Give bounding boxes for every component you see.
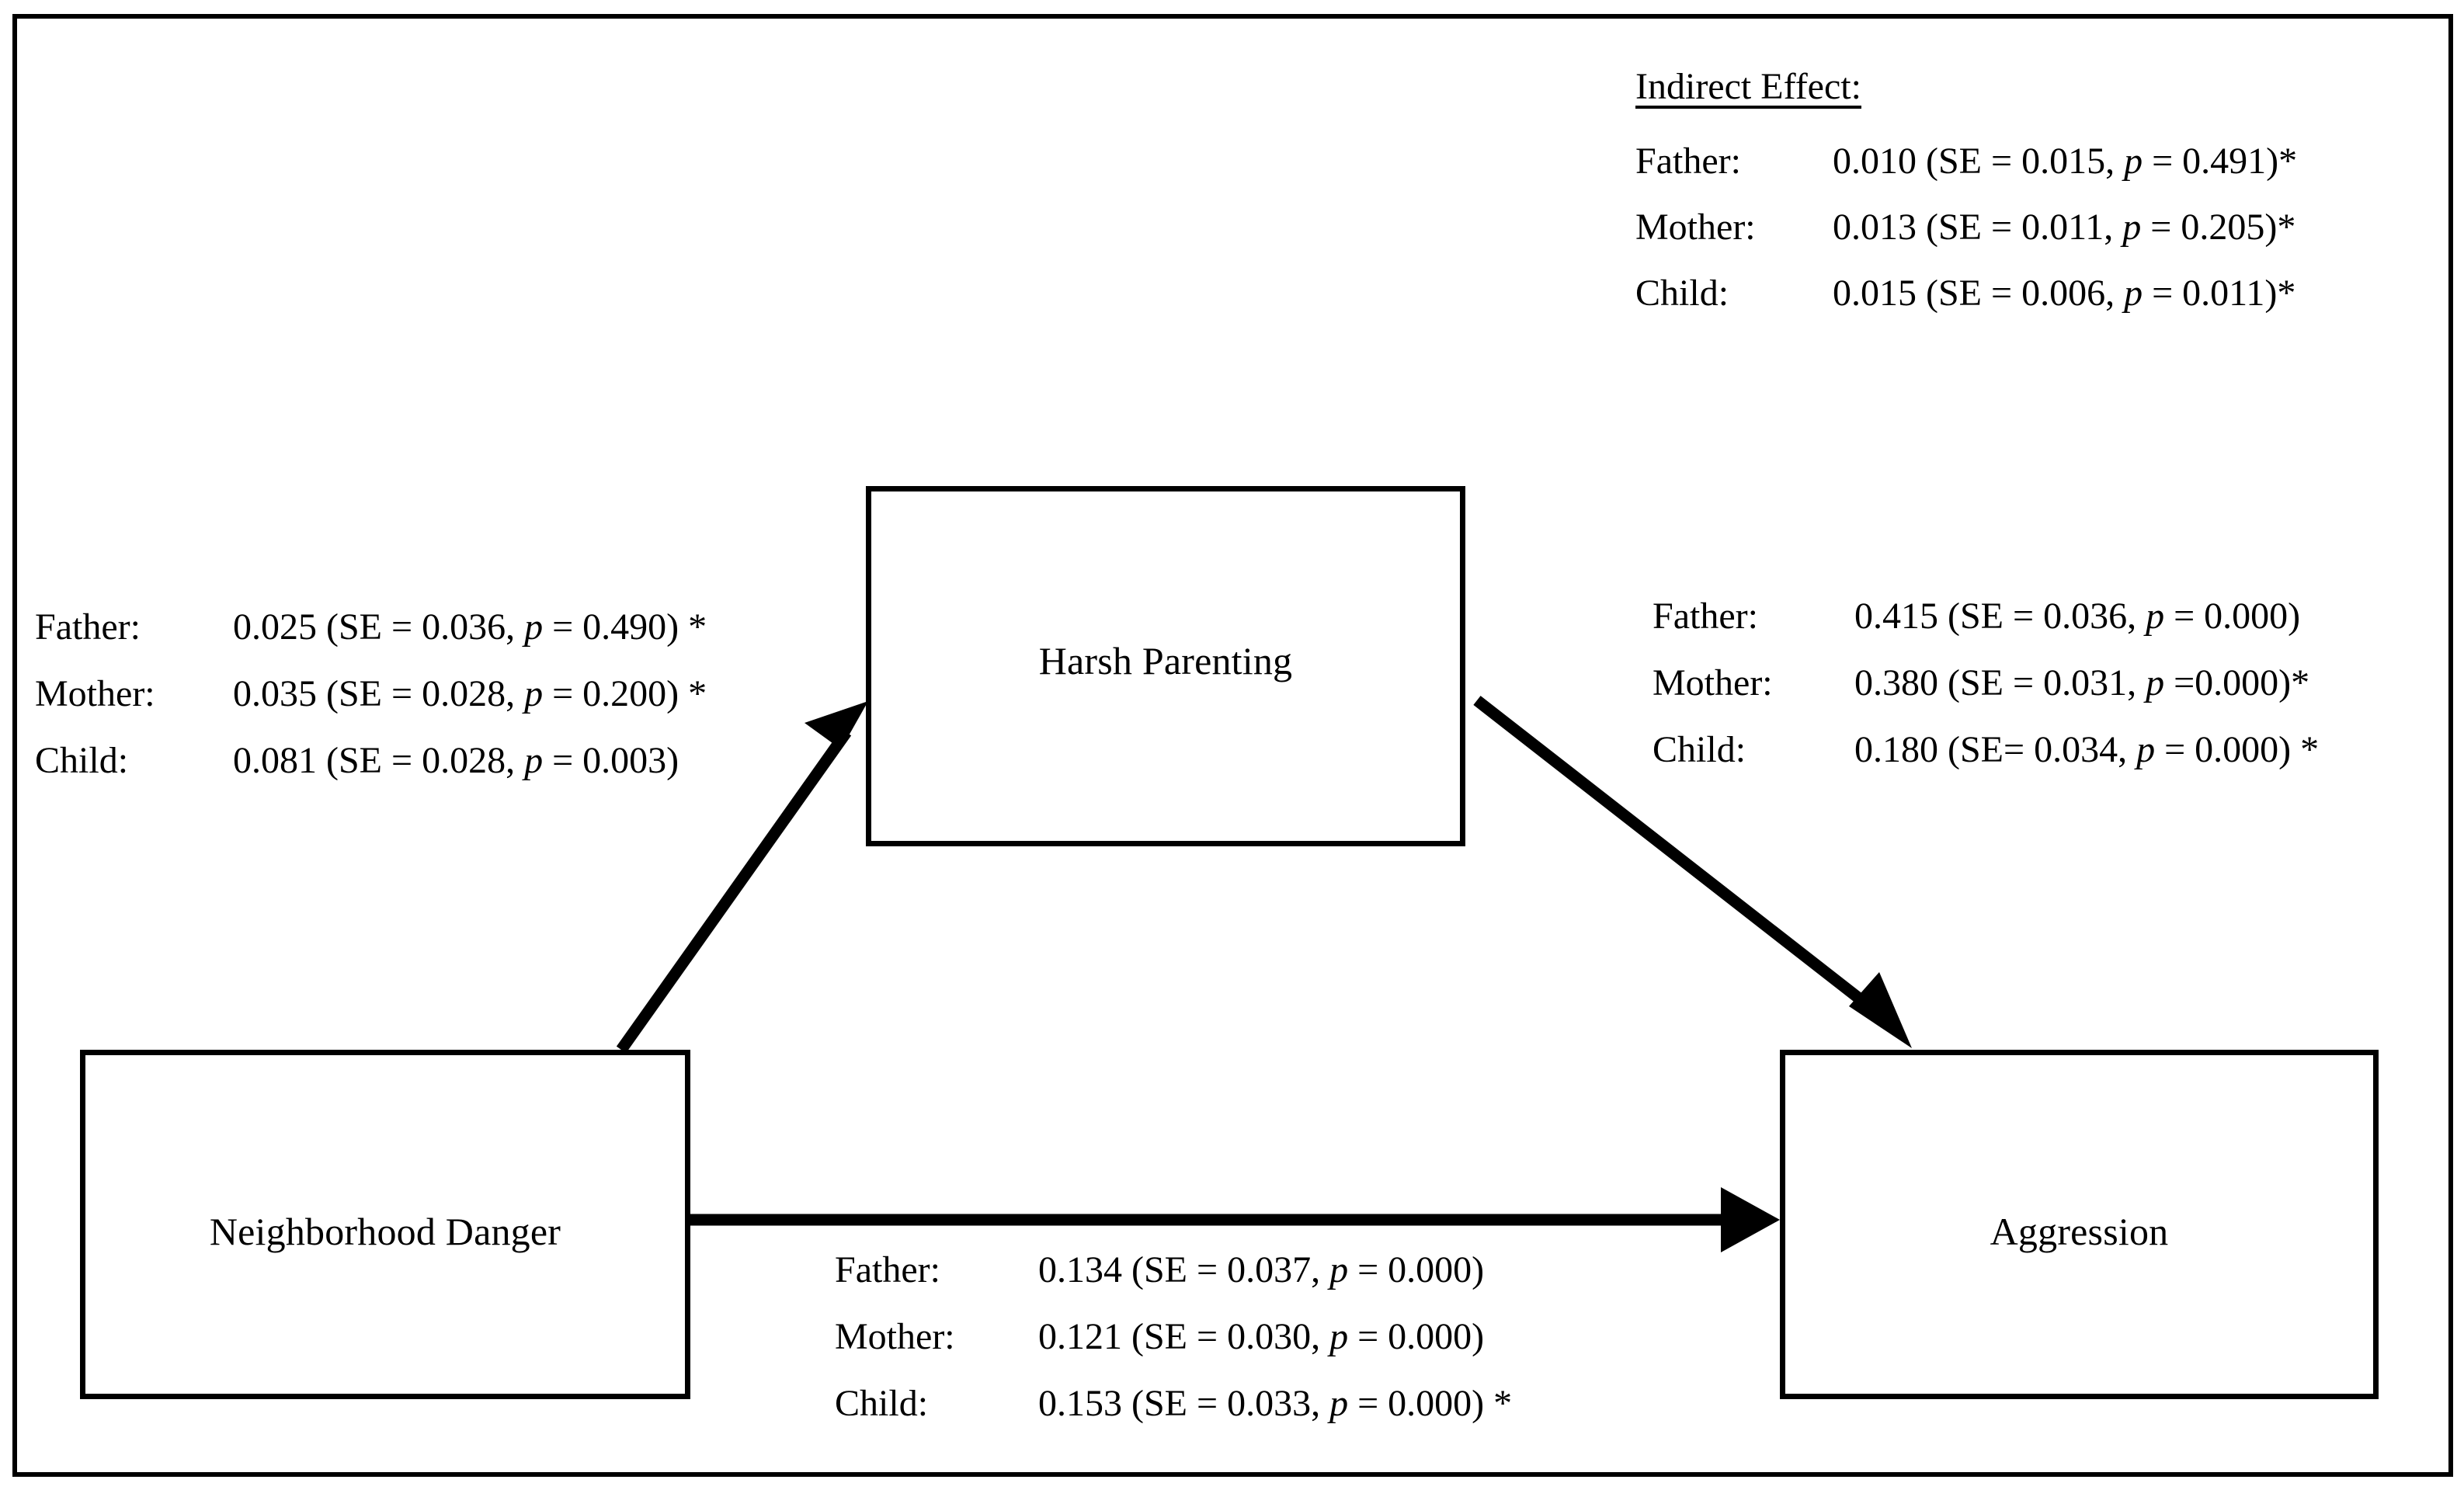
- node-harsh-parenting-label: Harsh Parenting: [1038, 639, 1293, 682]
- indirect-effect-title: Indirect Effect:: [1635, 66, 1861, 107]
- node-aggression-label: Aggression: [1990, 1210, 2169, 1253]
- stat-value: 0.015 (SE = 0.006, p = 0.011)*: [1833, 273, 2296, 314]
- stat-row: Father: 0.134 (SE = 0.037, p = 0.000): [835, 1252, 1512, 1289]
- stat-key: Father:: [835, 1249, 940, 1290]
- stat-row: Mother: 0.013 (SE = 0.011, p = 0.205)*: [1635, 209, 2297, 246]
- stat-row: Mother: 0.035 (SE = 0.028, p = 0.200) *: [35, 676, 707, 713]
- stat-value: 0.134 (SE = 0.037, p = 0.000): [1038, 1249, 1485, 1290]
- figure-border: [12, 14, 2453, 1477]
- stat-row: Father: 0.415 (SE = 0.036, p = 0.000): [1653, 598, 2319, 635]
- stat-row: Mother: 0.380 (SE = 0.031, p =0.000)*: [1653, 665, 2319, 702]
- stat-value: 0.380 (SE = 0.031, p =0.000)*: [1854, 662, 2310, 703]
- stat-value: 0.010 (SE = 0.015, p = 0.491)*: [1833, 141, 2298, 182]
- node-neighborhood-danger: Neighborhood Danger: [80, 1050, 690, 1399]
- b-path-stat-block: Father: 0.415 (SE = 0.036, p = 0.000) Mo…: [1653, 598, 2319, 769]
- stat-value: 0.081 (SE = 0.028, p = 0.003): [233, 740, 679, 781]
- stat-key: Father:: [35, 606, 141, 648]
- stat-key: Child:: [35, 740, 129, 781]
- node-harsh-parenting: Harsh Parenting: [866, 486, 1465, 846]
- stat-value: 0.180 (SE= 0.034, p = 0.000) *: [1854, 729, 2320, 770]
- stat-value: 0.153 (SE = 0.033, p = 0.000) *: [1038, 1383, 1513, 1424]
- node-neighborhood-danger-label: Neighborhood Danger: [209, 1210, 561, 1253]
- stat-row: Father: 0.025 (SE = 0.036, p = 0.490) *: [35, 609, 707, 646]
- direct-path-stat-block: Father: 0.134 (SE = 0.037, p = 0.000) Mo…: [835, 1252, 1512, 1422]
- stat-row: Child: 0.081 (SE = 0.028, p = 0.003): [35, 742, 707, 780]
- stat-key: Father:: [1653, 596, 1758, 637]
- stat-value: 0.415 (SE = 0.036, p = 0.000): [1854, 596, 2301, 637]
- stat-key: Father:: [1635, 141, 1741, 182]
- indirect-effect-block: Indirect Effect: Father: 0.010 (SE = 0.0…: [1635, 68, 2297, 312]
- stat-key: Child:: [1653, 729, 1746, 770]
- node-aggression: Aggression: [1780, 1050, 2379, 1399]
- stat-key: Child:: [835, 1383, 929, 1424]
- a-path-stat-block: Father: 0.025 (SE = 0.036, p = 0.490) * …: [35, 609, 707, 780]
- stat-value: 0.035 (SE = 0.028, p = 0.200) *: [233, 673, 707, 714]
- stat-value: 0.013 (SE = 0.011, p = 0.205)*: [1833, 207, 2296, 248]
- stat-value: 0.121 (SE = 0.030, p = 0.000): [1038, 1316, 1485, 1357]
- stat-key: Mother:: [1635, 207, 1756, 248]
- stat-row: Child: 0.153 (SE = 0.033, p = 0.000) *: [835, 1385, 1512, 1422]
- stat-key: Mother:: [1653, 662, 1773, 703]
- stat-row: Child: 0.180 (SE= 0.034, p = 0.000) *: [1653, 731, 2319, 769]
- stat-key: Mother:: [835, 1316, 955, 1357]
- stat-row: Mother: 0.121 (SE = 0.030, p = 0.000): [835, 1318, 1512, 1356]
- stat-row: Father: 0.010 (SE = 0.015, p = 0.491)*: [1635, 143, 2297, 180]
- stat-key: Mother:: [35, 673, 155, 714]
- stat-row: Child: 0.015 (SE = 0.006, p = 0.011)*: [1635, 275, 2297, 312]
- stat-key: Child:: [1635, 273, 1729, 314]
- stat-value: 0.025 (SE = 0.036, p = 0.490) *: [233, 606, 707, 648]
